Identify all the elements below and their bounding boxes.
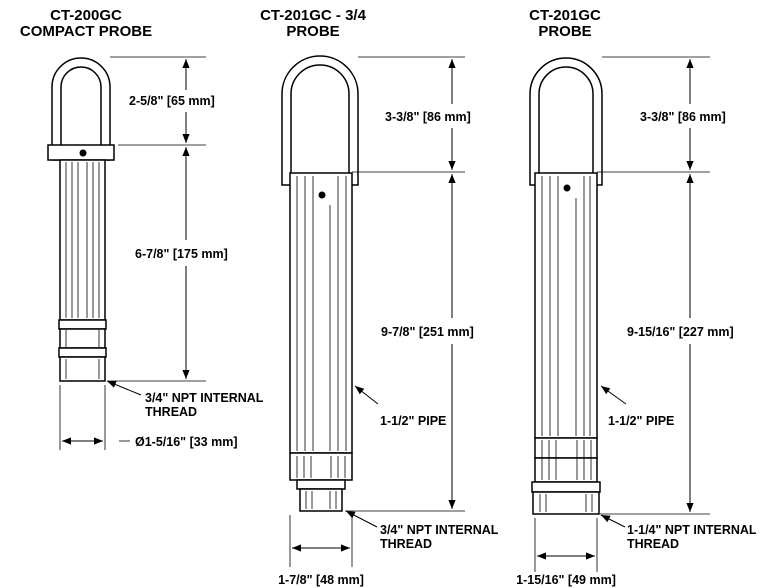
probe-3-fitting: [534, 437, 598, 459]
probe-1-flutes: [65, 162, 100, 318]
probe-2-flutes: [296, 176, 347, 451]
probe-2-fitting: [289, 452, 353, 481]
probe-1-thread-label-line1: 3/4" NPT INTERNAL: [145, 391, 264, 405]
probe-3-thread-label-line2: THREAD: [627, 537, 679, 551]
probe-3-thread-ring: [531, 481, 601, 493]
probe-1-dim-body: 6-7/8" [175 mm]: [135, 247, 228, 261]
probe-3-thread-label-line1: 1-1/4" NPT INTERNAL: [627, 523, 757, 537]
probe-3-body: [534, 172, 598, 439]
probe-ct-201gc-3-4: CT-201GC - 3/4 PROBE: [260, 7, 499, 587]
probe-2-reducer-ring: [296, 479, 346, 490]
probe-1-body: [59, 159, 106, 321]
probe-2-set-screw: [318, 191, 326, 199]
probe-2-hanger-loop: [281, 55, 359, 186]
probe-2-dim-body: 9-7/8" [251 mm]: [381, 325, 474, 339]
probe-3-flutes: [541, 176, 591, 436]
probe-1-thread-leader: [106, 380, 142, 396]
probe-1-set-screw: [79, 149, 87, 157]
probe-3-title-line1: CT-201GC: [529, 7, 601, 24]
probe-ct-200gc: CT-200GC COMPACT PROBE: [20, 7, 264, 450]
probe-1-end: [59, 356, 106, 382]
probe-1-extension-lines: [59, 56, 206, 450]
probe-3-dim-top: 3-3/8" [86 mm]: [640, 110, 726, 124]
probe-1-band-upper: [58, 319, 107, 330]
probe-2-thread-label-line2: THREAD: [380, 537, 432, 551]
probe-2-extension-lines: [289, 56, 465, 567]
probe-3-pipe-label: 1-1/2" PIPE: [608, 414, 674, 428]
probe-1-title-line1: CT-200GC: [50, 7, 122, 24]
probe-3-hanger-loop: [529, 57, 603, 186]
probe-3-diameter: 1-15/16" [49 mm]: [516, 573, 616, 587]
probe-2-thread-leader: [345, 510, 378, 528]
probe-2-diameter: 1-7/8" [48 mm]: [278, 573, 364, 587]
probe-2-thread-label-line1: 3/4" NPT INTERNAL: [380, 523, 499, 537]
probe-3-set-screw: [563, 184, 571, 192]
probe-3-fitting-lower: [534, 457, 598, 483]
probe-1-diameter: Ø1-5/16" [33 mm]: [135, 435, 238, 449]
probe-3-title-line2: PROBE: [538, 23, 591, 40]
probe-3-thread-leader: [600, 514, 626, 528]
probe-1-dim-top: 2-5/8" [65 mm]: [129, 94, 215, 108]
probe-2-title-line1: CT-201GC - 3/4: [260, 7, 367, 24]
probe-1-title-line2: COMPACT PROBE: [20, 23, 152, 40]
probe-2-dim-top: 3-3/8" [86 mm]: [385, 110, 471, 124]
probe-3-dim-body: 9-15/16" [227 mm]: [627, 325, 734, 339]
probe-2-pipe-leader: [354, 385, 379, 405]
probe-2-title-line2: PROBE: [286, 23, 339, 40]
probe-2-body: [289, 172, 353, 454]
probe-1-band-mid: [59, 328, 106, 349]
probe-2-pipe-label: 1-1/2" PIPE: [380, 414, 446, 428]
probe-3-pipe-leader: [600, 385, 627, 405]
probe-2-reducer: [299, 488, 343, 512]
probe-3-thread-end: [532, 491, 600, 515]
probe-1-band-lower: [58, 347, 107, 358]
probe-1-thread-label-line2: THREAD: [145, 405, 197, 419]
probe-3-extension-lines: [534, 56, 710, 572]
probe-ct-201gc: CT-201GC PROBE: [516, 7, 757, 587]
